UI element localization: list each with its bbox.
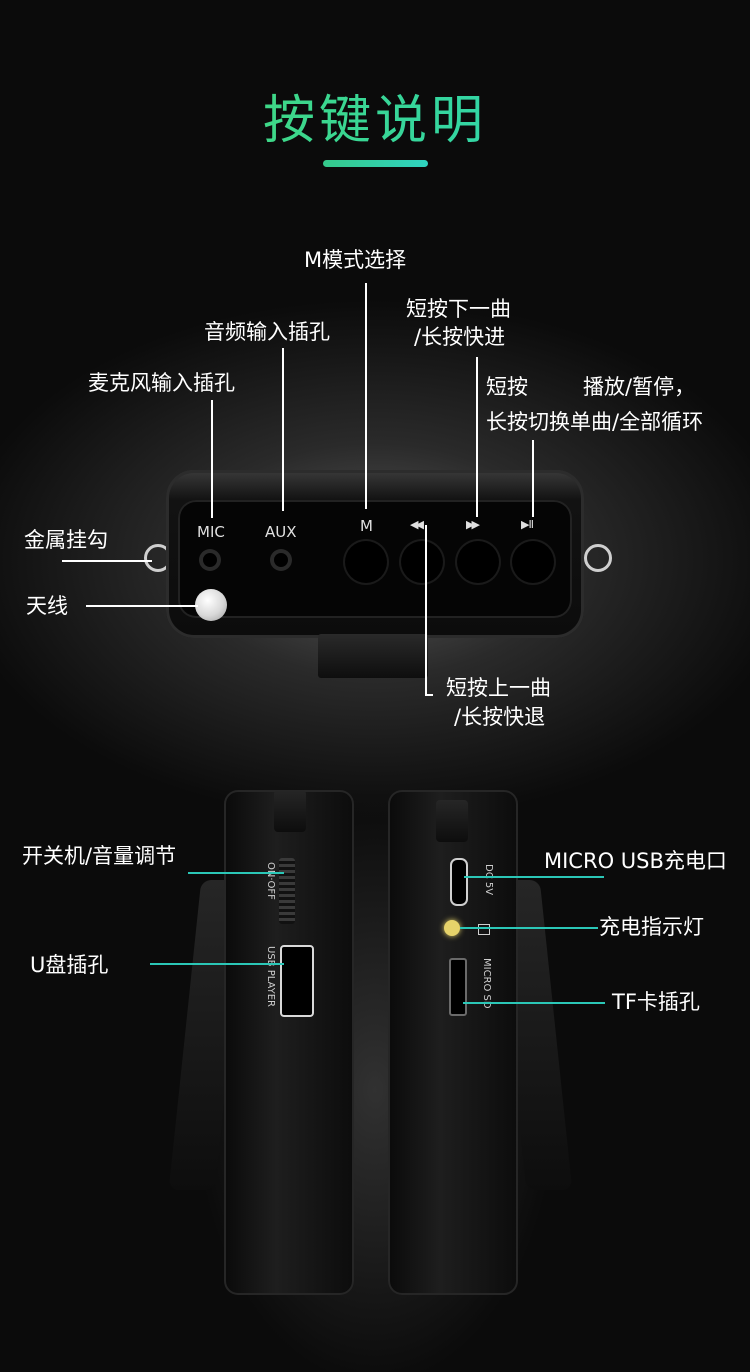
power-volume-label: 开关机/音量调节 xyxy=(22,844,177,868)
next-callout-line xyxy=(476,357,478,517)
prev-callout-tail xyxy=(425,694,433,696)
aux-panel-label: AUX xyxy=(265,523,297,541)
usb-print: USB PLAYER xyxy=(265,946,276,1007)
u-disk-label: U盘插孔 xyxy=(30,953,109,977)
play-label-line1b: 播放/暂停， xyxy=(583,375,696,399)
antenna-knob[interactable] xyxy=(195,589,227,621)
mode-button[interactable] xyxy=(345,541,387,583)
mode-select-label: M模式选择 xyxy=(304,248,407,272)
prev-callout-line xyxy=(425,525,427,695)
next-button[interactable] xyxy=(457,541,499,583)
power-volume-line xyxy=(188,872,284,874)
left-top-clip xyxy=(274,790,306,832)
charge-led-label: 充电指示灯 xyxy=(599,915,704,939)
hook-callout-line xyxy=(62,560,152,562)
play-label-line1: 短按 xyxy=(486,375,528,399)
hook-label: 金属挂勾 xyxy=(24,528,108,552)
dc-print: DC 5V xyxy=(483,864,494,896)
antenna-label: 天线 xyxy=(26,594,68,618)
charge-led-line xyxy=(460,927,598,929)
aux-callout-line xyxy=(282,348,284,511)
prev-label-line1: 短按上一曲 xyxy=(446,676,551,700)
mode-panel-label: M xyxy=(360,517,373,535)
tf-card-line xyxy=(463,1002,605,1004)
tf-card-label: TF卡插孔 xyxy=(612,990,700,1014)
u-disk-line xyxy=(150,963,284,965)
next-label-line1: 短按下一曲 xyxy=(406,297,511,321)
play-label-line2: 长按切换单曲/全部循环 xyxy=(486,410,704,434)
next-label-line2: /长按快进 xyxy=(414,325,506,349)
prev-label-line2: /长按快退 xyxy=(454,705,546,729)
charge-led xyxy=(444,920,460,936)
belt-clip-front xyxy=(318,634,428,678)
mic-in-label: 麦克风输入插孔 xyxy=(88,371,235,395)
usb-port[interactable] xyxy=(280,945,314,1017)
prev-button[interactable] xyxy=(401,541,443,583)
antenna-callout-line xyxy=(86,605,198,607)
play-callout-line xyxy=(532,440,534,517)
right-top-clip xyxy=(436,800,468,842)
micro-usb-line xyxy=(464,876,604,878)
page-title: 按键说明 xyxy=(0,78,750,153)
switch-print: ON·OFF xyxy=(265,862,276,900)
mic-panel-label: MIC xyxy=(197,523,225,541)
prev-icon: ◀◀ xyxy=(410,518,424,531)
next-icon: ▶▶ xyxy=(466,518,480,531)
tf-card-slot[interactable] xyxy=(449,958,467,1016)
micro-usb-label: MICRO USB充电口 xyxy=(544,849,727,873)
hook-ring-right xyxy=(584,544,612,572)
micro-usb-port[interactable] xyxy=(450,858,468,906)
mic-jack[interactable] xyxy=(199,549,221,571)
title-underline xyxy=(323,160,428,167)
battery-icon xyxy=(478,924,490,935)
mic-callout-line xyxy=(211,400,213,518)
play-pause-icon: ▶II xyxy=(521,518,534,531)
play-pause-button[interactable] xyxy=(512,541,554,583)
aux-jack[interactable] xyxy=(270,549,292,571)
aux-in-label: 音频输入插孔 xyxy=(204,320,330,344)
mode-callout-line xyxy=(365,283,367,509)
volume-wheel[interactable] xyxy=(279,858,295,924)
